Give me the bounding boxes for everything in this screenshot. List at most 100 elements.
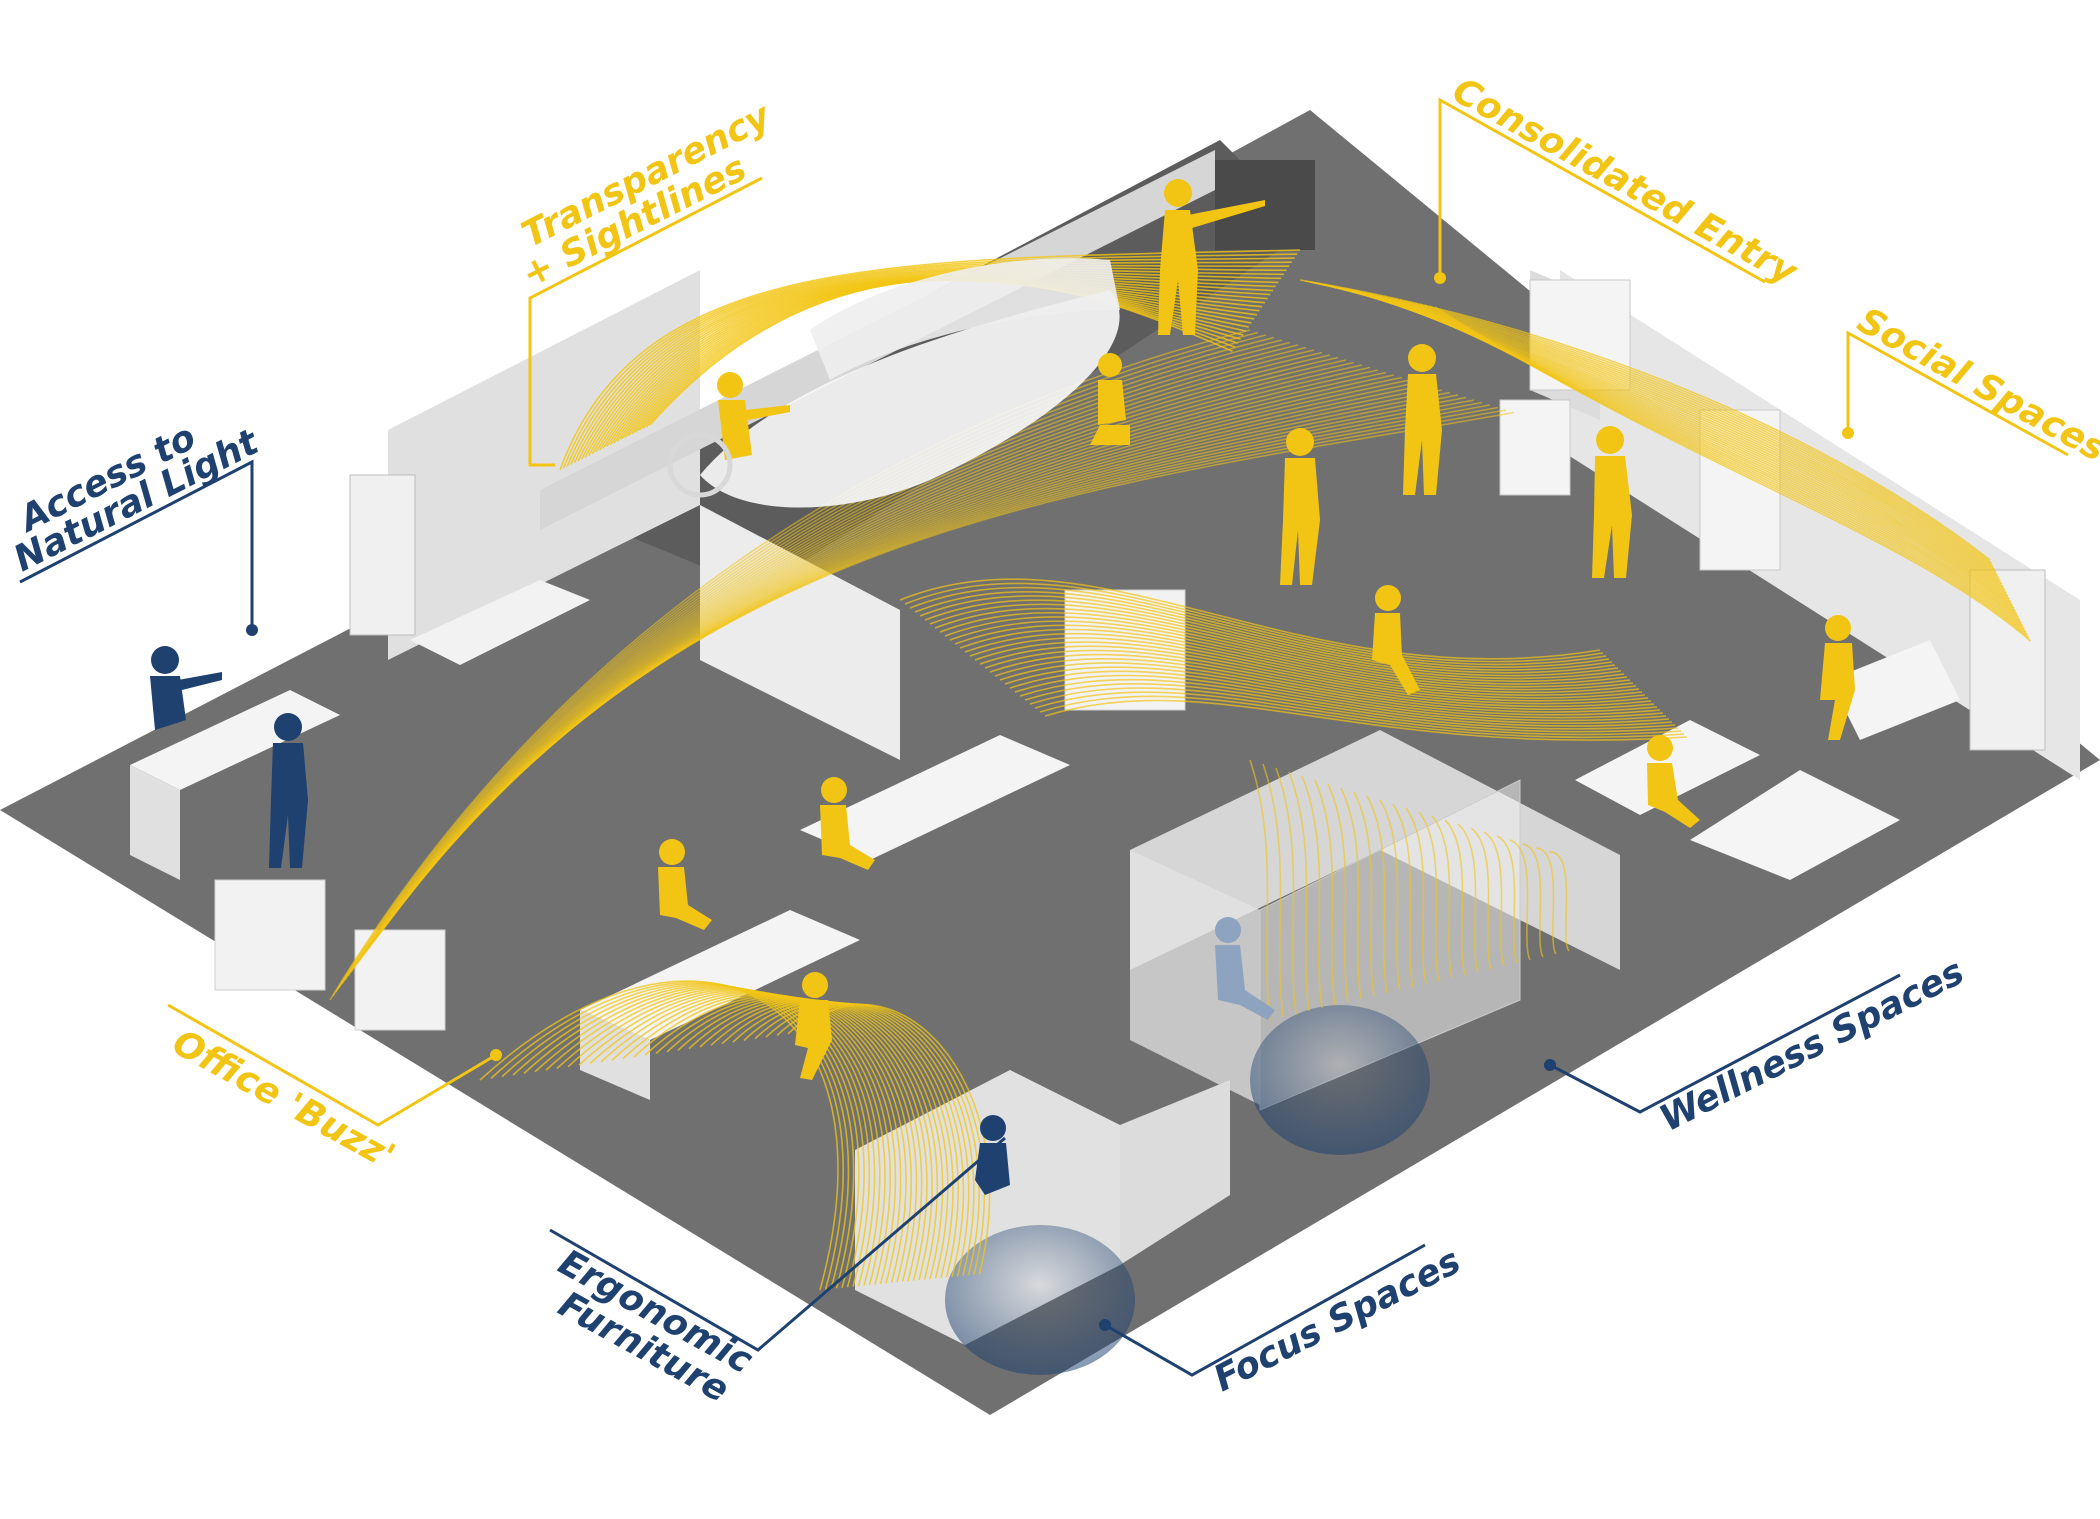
buzz-wave-line — [666, 996, 928, 1281]
buzz-wave-line — [688, 998, 939, 1280]
callout-light — [19, 459, 254, 630]
focus-figure — [975, 1115, 1010, 1195]
glass-rooms — [855, 730, 1620, 1375]
label-focus: Focus Spaces — [1207, 1241, 1467, 1400]
bookshelf-left — [349, 474, 416, 636]
buzz-wave-line — [1535, 847, 1557, 955]
buzz-wave-line — [909, 586, 1607, 666]
buzz-wave-line — [939, 612, 1625, 683]
buzz-wave-line — [562, 253, 1298, 469]
buzz-wave-line — [1019, 678, 1673, 727]
kitchen-oven — [1499, 399, 1571, 496]
buzz-wave-line — [329, 329, 1251, 1001]
buzz-wave-line — [929, 603, 1619, 677]
office-buzz-waves — [329, 249, 2032, 1291]
buzz-wave-line — [1431, 815, 1453, 979]
callout-transparency — [528, 176, 763, 467]
focus-glow — [945, 1225, 1135, 1375]
callout-wellness — [1549, 973, 1901, 1114]
buzz-wave-line — [1034, 691, 1682, 736]
buzz-wave-line — [1379, 799, 1401, 991]
buzz-wave-line — [1301, 775, 1323, 1009]
kitchen-figure — [1592, 426, 1632, 578]
focus-pod-side — [1120, 1080, 1230, 1265]
buzz-wave-line — [633, 994, 912, 1283]
buzz-wave-line — [934, 607, 1622, 680]
wellness-figure — [1215, 917, 1275, 1020]
focus-dot — [1099, 1319, 1111, 1331]
buzz-wave-line — [904, 582, 1604, 663]
buzz-wave-line — [1340, 787, 1362, 1000]
reading-figure — [1372, 585, 1420, 695]
workstation-1-front — [580, 1010, 650, 1100]
buzz-wave-line — [721, 1000, 954, 1279]
buzz-wave-line — [1275, 767, 1297, 1015]
buzz-wave-line — [1496, 835, 1518, 964]
buzz-wave-line — [1434, 306, 2032, 642]
buzz-wave-line — [655, 996, 923, 1282]
social-dot — [1842, 427, 1854, 439]
rug — [1690, 770, 1900, 880]
buzz-wave-line — [1405, 807, 1427, 985]
buzz-wave-line — [677, 997, 933, 1281]
buzz-wave-line — [1509, 839, 1531, 961]
buzz-wave-line — [1392, 803, 1414, 988]
buzz-wave-line — [899, 578, 1601, 660]
buzz-wave-line — [999, 662, 1661, 716]
callout-entry — [1438, 97, 1766, 284]
buzz-wave-line — [944, 616, 1628, 685]
people — [150, 179, 1855, 1195]
cabinet-left — [214, 879, 326, 991]
presenter-figure — [1158, 179, 1265, 335]
buzz-wave-line — [600, 991, 897, 1285]
workstation-2 — [800, 735, 1070, 860]
buzz-wave-line — [580, 269, 1284, 460]
seated-meeting-figure — [1090, 353, 1130, 445]
buzz-wave-line — [969, 637, 1643, 699]
buzz-wave-line — [979, 645, 1649, 705]
buzz-wave-line — [622, 993, 907, 1284]
buzz-wave-line — [1470, 827, 1492, 970]
workstation-1 — [580, 910, 860, 1040]
buzz-wave-line — [573, 264, 1290, 464]
label-social: Social Spaces — [1851, 300, 2100, 470]
buzz-wave-line — [1004, 666, 1664, 719]
buzz-wave-line — [1314, 779, 1336, 1006]
buzz-wave-line — [559, 249, 1301, 471]
wellness-dot — [1544, 1059, 1556, 1071]
buzz-wave-line — [994, 658, 1658, 713]
buzz-wave-line — [1522, 843, 1544, 958]
buzz-wave-line — [1262, 763, 1284, 1018]
buzz-wave-line — [798, 1003, 991, 1275]
buzz-wave-line — [1029, 687, 1679, 733]
buzz-wave-line — [919, 595, 1613, 671]
callout-buzz — [167, 1003, 497, 1127]
buzz-wave-line — [710, 999, 949, 1279]
buzz-wave-line — [964, 632, 1640, 697]
meeting-table — [700, 290, 1120, 508]
walking-figure-1 — [1280, 428, 1320, 585]
buzz-wave-line — [1024, 683, 1676, 730]
buzz-wave-line — [1039, 695, 1685, 739]
buzz-wave-line — [949, 620, 1631, 688]
callout-ergonomic — [549, 1136, 1006, 1352]
buzz-wave-line — [743, 1001, 964, 1277]
buzz-wave-line — [1353, 791, 1375, 997]
desk-left-front — [130, 765, 180, 880]
walking-figure-2 — [1403, 344, 1442, 495]
wellness-glow — [1250, 1005, 1430, 1155]
buzz-wave-line — [1483, 831, 1505, 967]
meeting-area — [700, 258, 1120, 508]
desk-figure-1 — [820, 777, 875, 870]
buzz-wave-line — [577, 267, 1287, 462]
sofa-back — [410, 580, 590, 665]
buzz-wave-line — [1418, 811, 1440, 982]
buzz-wave-line — [924, 599, 1616, 674]
standing-window-figure — [269, 713, 308, 868]
entry-dot — [1434, 272, 1446, 284]
callout-focus — [1104, 1243, 1426, 1377]
buzz-wave-line — [1366, 795, 1388, 994]
buzz-wave-line — [611, 992, 902, 1284]
buzz-wave-line — [1548, 851, 1570, 952]
